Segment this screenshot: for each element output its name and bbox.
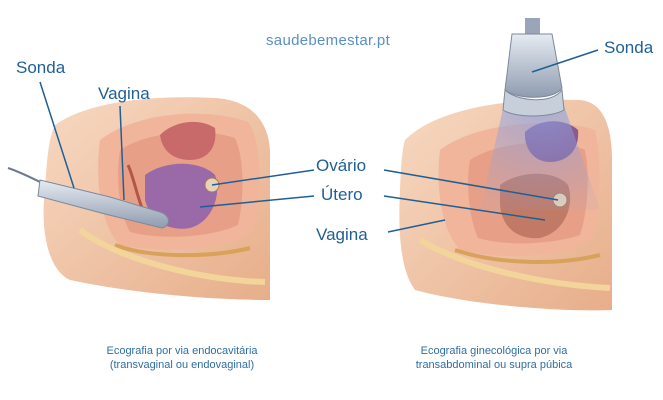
pointer-vagina-left bbox=[119, 105, 125, 201]
abdominal-probe bbox=[502, 18, 565, 117]
label-sonda-left: Sonda bbox=[16, 58, 66, 77]
pointer-lines bbox=[39, 49, 599, 233]
label-utero: Útero bbox=[321, 185, 363, 204]
label-ovario: Ovário bbox=[316, 156, 367, 175]
caption-left-line1: Ecografia por via endocavitária bbox=[106, 345, 258, 357]
pointer-ovario-right bbox=[383, 169, 559, 201]
label-vagina-left: Vagina bbox=[98, 84, 150, 103]
label-vagina-center: Vagina bbox=[316, 225, 368, 244]
transvaginal-probe bbox=[7, 167, 169, 229]
caption-right-line1: Ecografia ginecológica por via bbox=[420, 345, 568, 357]
pointer-utero-right bbox=[383, 195, 546, 221]
caption-right: Ecografia ginecológica por via transabdo… bbox=[384, 344, 604, 372]
pointer-sonda-left bbox=[39, 81, 75, 189]
pointer-ovario-left bbox=[211, 169, 315, 186]
pointer-vagina-center bbox=[387, 219, 446, 233]
pointer-sonda-right bbox=[531, 49, 599, 73]
caption-left-line2: (transvaginal ou endovaginal) bbox=[109, 359, 255, 371]
caption-left: Ecografia por via endocavitária (transva… bbox=[72, 344, 292, 372]
label-sonda-right: Sonda bbox=[604, 38, 654, 57]
site-watermark: saudebemestar.pt bbox=[266, 32, 391, 49]
pointer-utero-left bbox=[199, 195, 315, 208]
right-pelvis-illustration bbox=[399, 99, 612, 311]
caption-right-line2: transabdominal ou supra púbica bbox=[415, 359, 573, 371]
